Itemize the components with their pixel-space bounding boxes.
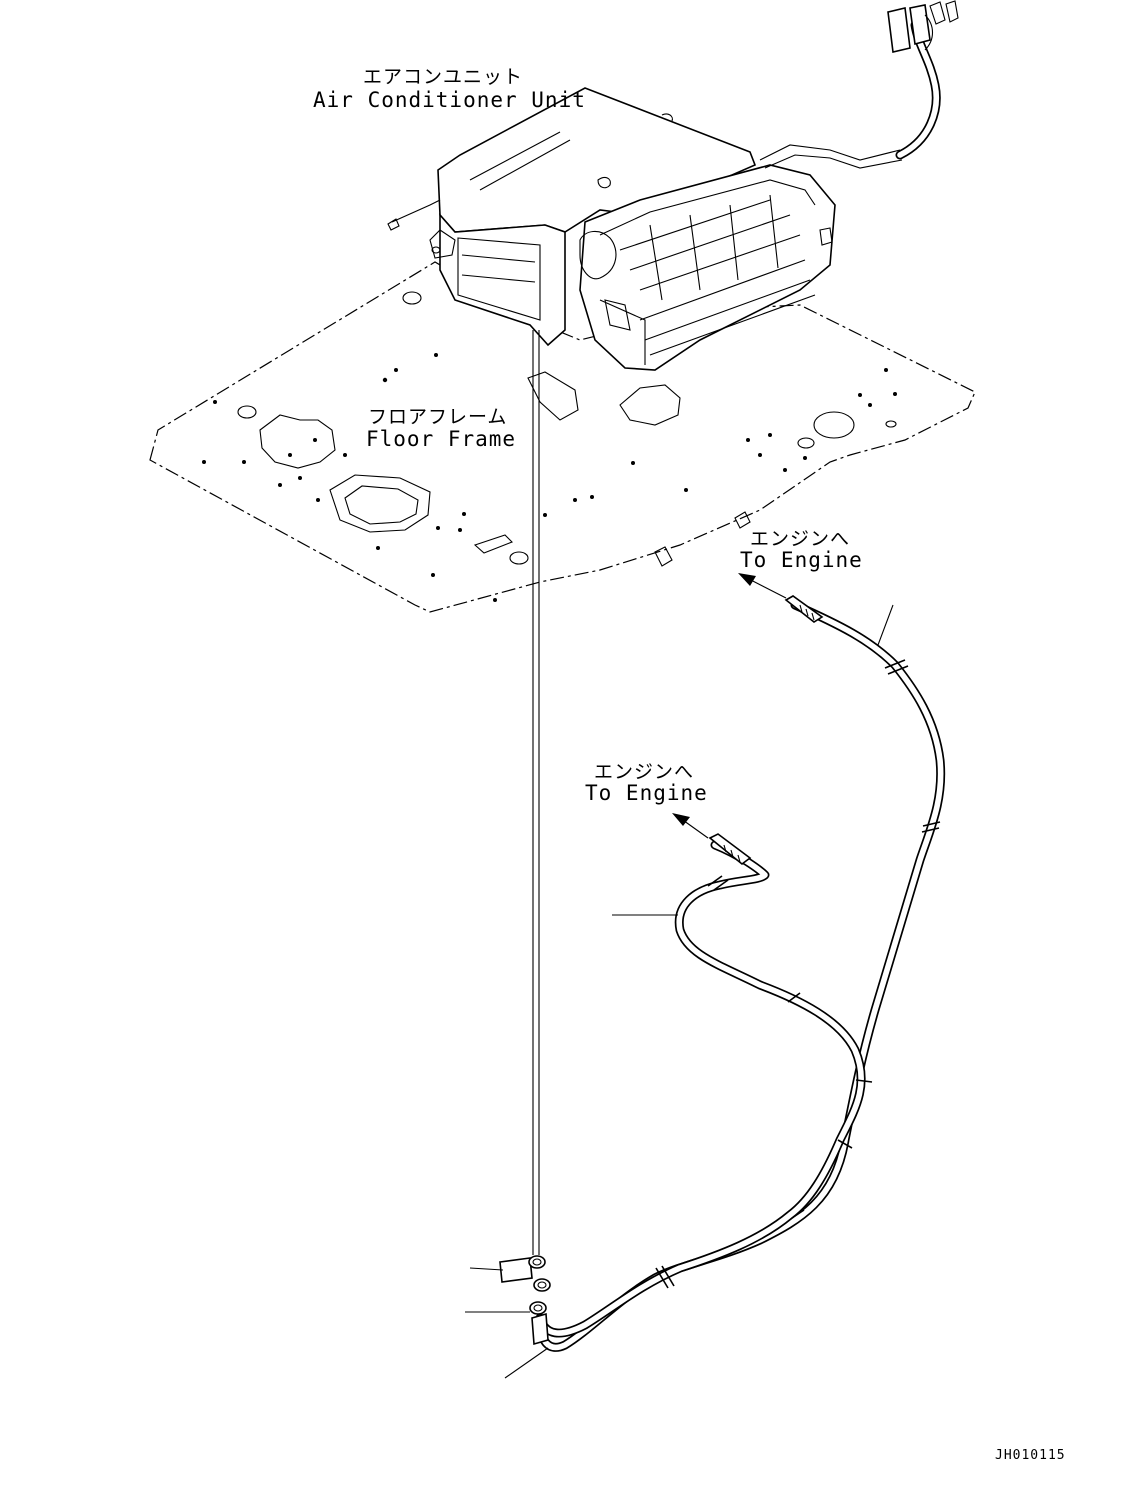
leader-lines bbox=[465, 604, 894, 1379]
hose-lower bbox=[535, 833, 866, 1338]
lower-fittings bbox=[499, 1255, 551, 1346]
air-conditioner-unit bbox=[387, 87, 903, 371]
to-engine-lower-label-jp: エンジンへ bbox=[594, 761, 695, 783]
to-engine-lower-label-en: To Engine bbox=[585, 781, 708, 805]
drawing-code: JH010115 bbox=[995, 1448, 1066, 1463]
floor-frame-label-en: Floor Frame bbox=[366, 427, 517, 451]
to-engine-upper-label-jp: エンジンへ bbox=[750, 528, 851, 550]
ac-unit-label-en: Air Conditioner Unit bbox=[313, 88, 586, 112]
arrow-to-engine-lower bbox=[672, 813, 709, 839]
drain-tube bbox=[532, 330, 540, 1255]
ac-unit-label-jp: エアコンユニット bbox=[363, 66, 524, 88]
arrow-to-engine-upper bbox=[738, 573, 787, 599]
to-engine-upper-label-en: To Engine bbox=[740, 548, 863, 572]
floor-frame-label-jp: フロアフレーム bbox=[368, 406, 508, 428]
hose-clamps bbox=[655, 659, 941, 1289]
harness-top bbox=[887, 0, 959, 160]
